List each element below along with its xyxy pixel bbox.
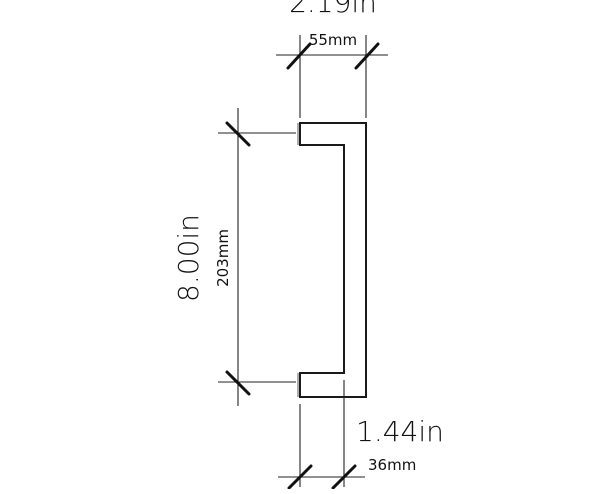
height-imperial-label: 8.00in — [172, 214, 205, 302]
bottom-tick-left — [287, 464, 313, 490]
top-width-imperial-label: 2.19in — [289, 0, 377, 19]
height-dimension: 8.00in 203mm — [172, 108, 296, 406]
bottom-tick-right — [331, 464, 357, 490]
top-tick-right — [354, 42, 380, 70]
handle-profile-outline — [299, 122, 367, 398]
height-metric-label: 203mm — [214, 229, 232, 287]
top-width-dimension: 2.19in 55mm — [276, 0, 388, 118]
height-tick-bottom — [225, 370, 251, 396]
bottom-depth-imperial-label: 1.44in — [356, 415, 444, 448]
bottom-depth-dimension: 1.44in 36mm — [278, 380, 444, 490]
top-tick-left — [286, 42, 312, 70]
top-width-metric-label: 55mm — [309, 31, 357, 49]
bottom-depth-metric-label: 36mm — [368, 456, 416, 474]
height-tick-top — [225, 121, 251, 147]
